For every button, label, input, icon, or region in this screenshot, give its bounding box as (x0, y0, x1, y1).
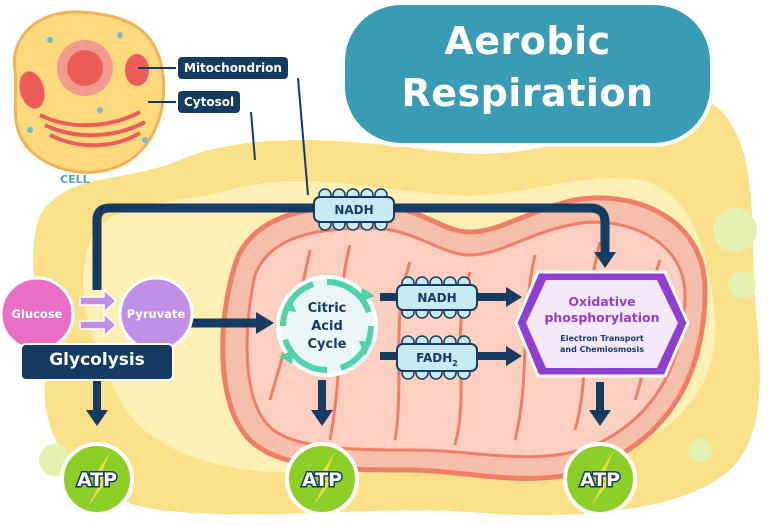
cycle-label-line1: Citric (308, 301, 347, 316)
cell-illustration (12, 10, 166, 174)
nadh-mid-label: NADH (417, 291, 456, 305)
fadh2-pill (396, 335, 478, 380)
pyruvate-to-cycle-arrow (185, 312, 274, 334)
cell-caption: CELL (60, 173, 90, 186)
nadh-mid-pill (396, 276, 478, 319)
citric-acid-cycle-graphic (276, 275, 378, 377)
oxidative-hexagon (514, 270, 690, 378)
oxidative-sub2: and Chemiosmosis (560, 345, 644, 354)
atp-label-right: ATP (580, 469, 620, 491)
title-line-1: Aerobic (444, 19, 611, 63)
glycolysis-label: Glycolysis (49, 350, 145, 370)
carrier-pills (313, 188, 478, 380)
cytosol-label: Cytosol (178, 91, 241, 113)
glucose-label: Glucose (12, 307, 63, 321)
pyruvate-label: Pyruvate (127, 307, 186, 321)
title-banner: Aerobic Respiration (345, 5, 710, 143)
oxidative-sub1: Electron Transport (560, 334, 644, 343)
fadh2-label: FADH2 (416, 351, 458, 368)
fadh2-base: FADH (416, 351, 452, 365)
glycolysis-bar: Glycolysis (22, 345, 172, 379)
atp-badges (60, 442, 637, 516)
oxidative-line2: phosphorylation (544, 310, 659, 325)
nadh-top-pill (313, 188, 395, 231)
atp-badge-left (60, 442, 134, 516)
atp-badge-right (563, 442, 637, 516)
atp-badge-center (285, 442, 359, 516)
atp-label-center: ATP (302, 469, 342, 491)
glycolysis-graphic (0, 276, 194, 352)
oxidative-line1: Oxidative (568, 294, 635, 309)
fadh2-subscript: 2 (452, 359, 458, 368)
atp-down-arrows (86, 380, 611, 426)
mitochondrion-label: Mitochondrion (178, 57, 288, 79)
label-leaders (138, 67, 309, 196)
cycle-label-line2: Acid (311, 319, 343, 334)
cycle-label-line3: Cycle (308, 337, 347, 352)
nadh-top-label: NADH (334, 203, 373, 217)
atp-label-left: ATP (77, 469, 117, 491)
title-line-2: Respiration (401, 71, 654, 115)
